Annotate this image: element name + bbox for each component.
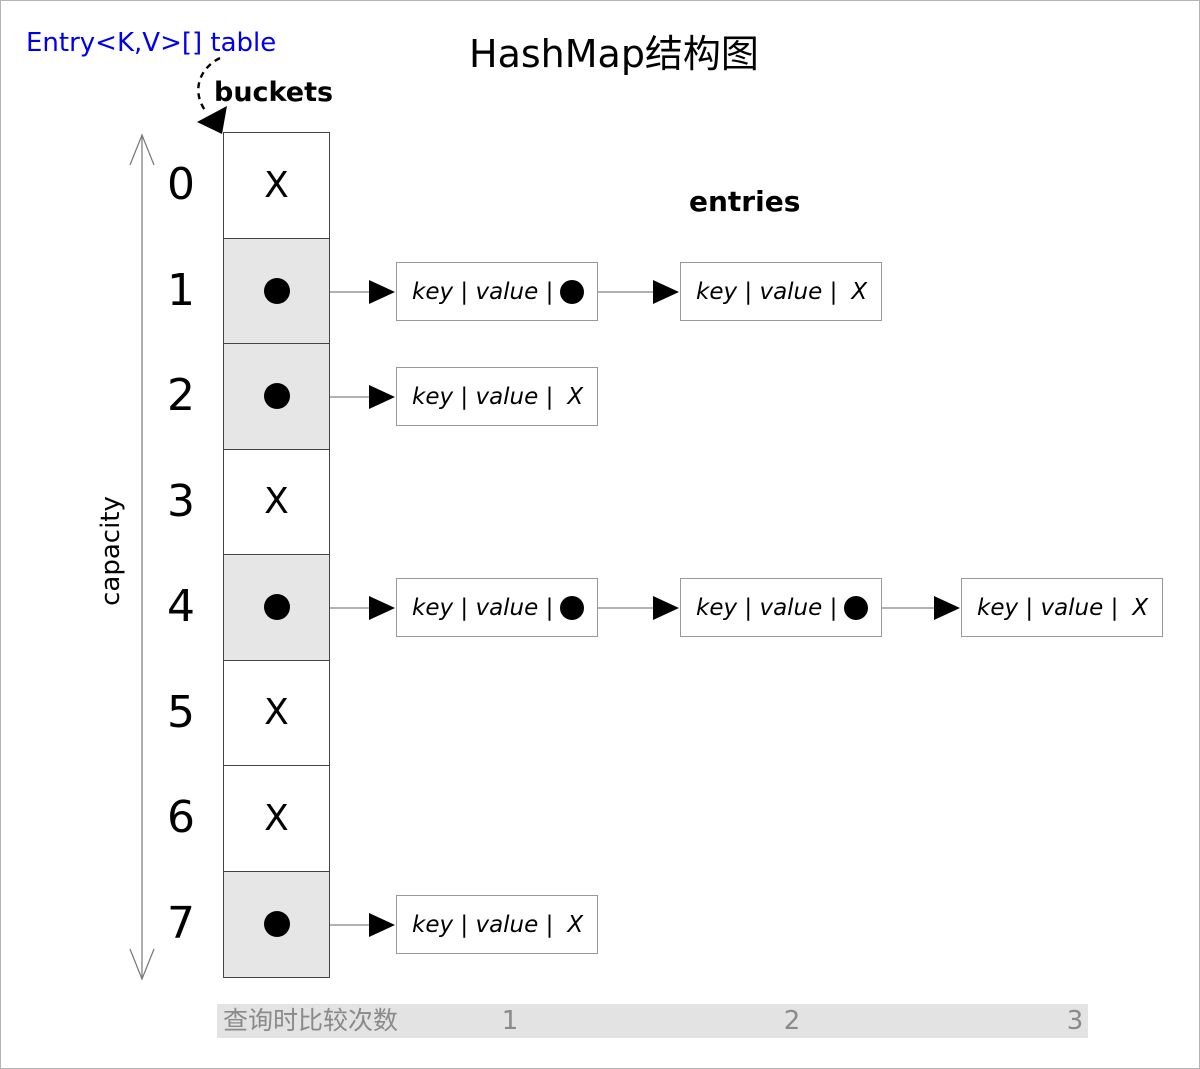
null-marker: X: [1132, 594, 1149, 621]
null-marker: X: [264, 164, 289, 206]
arrowhead-icon: [369, 596, 395, 620]
bucket-index: 6: [167, 792, 195, 844]
next-pointer-dot-icon: [560, 595, 584, 620]
bucket-pointer-dot-icon: [263, 277, 290, 304]
bucket-index: 1: [167, 264, 195, 316]
next-pointer-dot-icon: [560, 279, 584, 304]
entry-table-label: Entry<K,V>[] table: [26, 28, 277, 58]
entry-text: key | value |: [412, 594, 554, 621]
buckets-label: buckets: [214, 77, 334, 108]
bucket-index: 3: [167, 475, 195, 527]
arrowhead-icon: [653, 280, 679, 304]
bucket-cell-1: [224, 238, 329, 344]
entry-text: key | value |: [696, 594, 838, 621]
entry-text: key | value |: [412, 278, 554, 305]
comparison-count-1: 1: [501, 1006, 519, 1036]
comparison-count-3: 3: [1066, 1006, 1084, 1036]
comparison-count-2: 2: [783, 1006, 801, 1036]
bucket-cell-4: [224, 555, 329, 661]
bucket-index: 7: [167, 897, 195, 949]
bucket-cell-3: X: [224, 449, 329, 555]
entry-text: key | value |: [412, 911, 554, 938]
bucket-cell-2: [224, 344, 329, 450]
entries-label: entries: [689, 185, 801, 218]
next-pointer-dot-icon: [844, 595, 868, 620]
page-title: HashMap结构图: [469, 32, 759, 76]
null-marker: X: [851, 278, 868, 305]
bucket-cell-7: [224, 871, 329, 977]
null-marker: X: [567, 911, 584, 938]
entry-node-bucket2-0: key | value | X: [396, 367, 598, 426]
null-marker: X: [264, 481, 289, 523]
arrowhead-icon: [369, 385, 395, 409]
bucket-array: X X X X: [223, 132, 330, 978]
entry-text: key | value |: [412, 383, 554, 410]
bucket-pointer-dot-icon: [263, 383, 290, 410]
bucket-index-column: 0 1 2 3 4 5 6 7: [151, 132, 211, 976]
entry-text: key | value |: [696, 278, 838, 305]
null-marker: X: [567, 383, 584, 410]
comparison-count-label: 查询时比较次数: [223, 1006, 399, 1035]
entry-node-bucket4-2: key | value | X: [961, 578, 1163, 637]
bucket-cell-5: X: [224, 660, 329, 766]
arrowhead-icon: [369, 280, 395, 304]
bucket-index: 0: [167, 159, 195, 211]
entry-node-bucket4-0: key | value |: [396, 578, 598, 637]
arrowhead-icon: [369, 913, 395, 937]
bucket-index: 2: [167, 370, 195, 422]
entry-node-bucket1-1: key | value | X: [680, 262, 882, 321]
bucket-pointer-dot-icon: [263, 594, 290, 621]
entry-text: key | value |: [977, 594, 1119, 621]
bucket-index: 4: [167, 581, 195, 633]
bucket-index: 5: [167, 686, 195, 738]
entry-node-bucket4-1: key | value |: [680, 578, 882, 637]
bucket-cell-6: X: [224, 766, 329, 872]
arrowhead-icon: [653, 596, 679, 620]
entry-node-bucket1-0: key | value |: [396, 262, 598, 321]
null-marker: X: [264, 797, 289, 839]
null-marker: X: [264, 692, 289, 734]
comparison-count-bar: 查询时比较次数 1 2 3: [217, 1004, 1088, 1038]
arrowhead-icon: [934, 596, 960, 620]
bucket-pointer-dot-icon: [263, 911, 290, 937]
bucket-cell-0: X: [224, 133, 329, 239]
table-pointer-arrowhead-icon: [197, 106, 227, 134]
entry-node-bucket7-0: key | value | X: [396, 895, 598, 954]
capacity-label: capacity: [96, 496, 126, 606]
